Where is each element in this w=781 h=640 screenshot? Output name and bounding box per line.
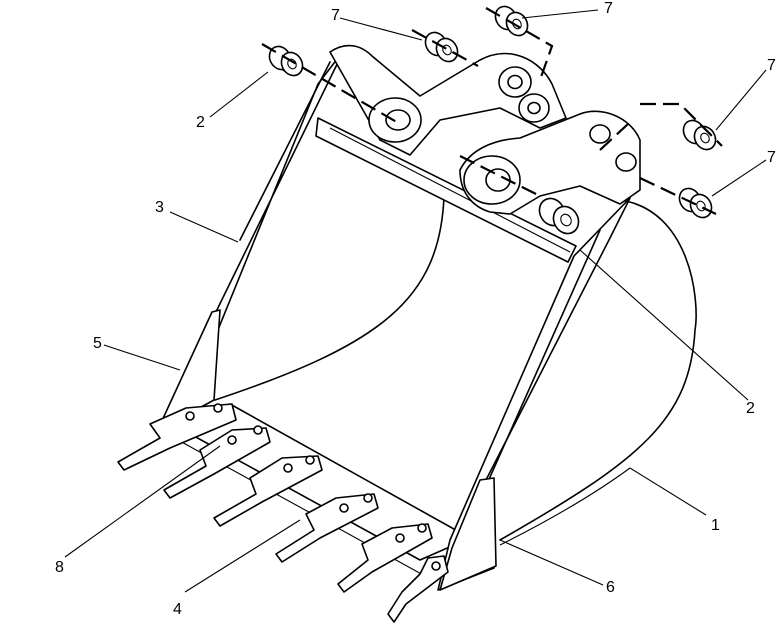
leader-lines — [64, 9, 767, 593]
tooth-4 — [275, 493, 379, 563]
callout-7-c: 7 — [767, 57, 776, 74]
callout-2-right: 2 — [746, 400, 755, 417]
callout-7-d: 7 — [767, 149, 776, 166]
front-hinge-bracket — [459, 110, 641, 215]
callout-6: 6 — [606, 579, 615, 596]
callout-1: 1 — [711, 517, 720, 534]
callout-7-b: 7 — [604, 0, 613, 17]
bushing-inner — [538, 197, 580, 235]
bucket-shell — [214, 195, 697, 546]
tooth-3 — [213, 455, 323, 527]
cutting-edge — [171, 403, 471, 577]
tooth-1 — [117, 403, 237, 471]
callout-4: 4 — [173, 601, 182, 618]
right-corner-strip — [439, 477, 497, 591]
tooth-6 — [387, 555, 449, 623]
callout-labels: 1 2 2 3 4 5 6 7 7 7 7 8 — [55, 0, 776, 618]
callout-5: 5 — [93, 335, 102, 352]
callout-3: 3 — [155, 199, 164, 216]
callout-2-left: 2 — [196, 114, 205, 131]
tooth-2 — [163, 425, 271, 499]
callout-8: 8 — [55, 559, 64, 576]
tooth-5 — [337, 523, 433, 593]
bushing-right-lower — [678, 187, 713, 219]
bushing-top-right — [494, 5, 529, 37]
callout-7-a: 7 — [331, 7, 340, 24]
pin-axes — [261, 7, 723, 215]
bushing-right-upper — [682, 119, 717, 151]
bushing-left — [268, 45, 304, 77]
